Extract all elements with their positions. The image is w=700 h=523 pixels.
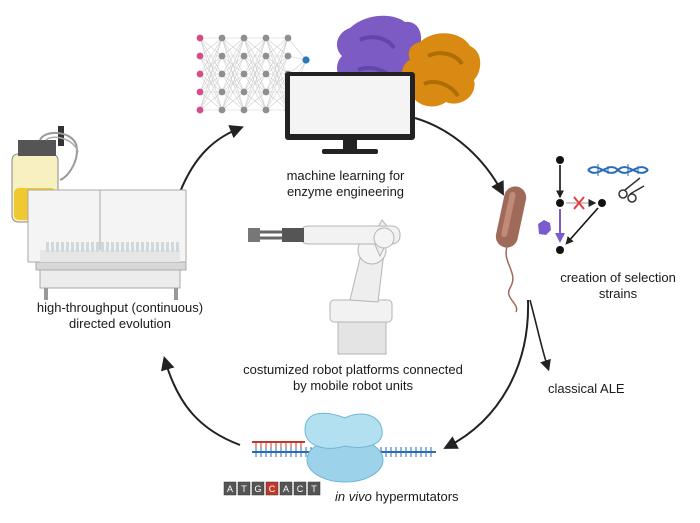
dna-base: T bbox=[307, 481, 321, 496]
label-robot-platforms: costumized robot platforms connected by … bbox=[222, 362, 484, 394]
svg-text:A: A bbox=[283, 484, 289, 494]
label-robot-line1: costumized robot platforms connected bbox=[243, 362, 463, 377]
label-hypermutators-text: hypermutators bbox=[371, 489, 459, 504]
svg-text:C: C bbox=[297, 484, 304, 494]
label-in-vivo: in vivo bbox=[335, 489, 372, 504]
svg-text:T: T bbox=[311, 484, 317, 494]
dna-scissors-icon bbox=[587, 164, 649, 203]
dna-base: A bbox=[223, 481, 237, 496]
label-sel-line1: creation of selection bbox=[560, 270, 676, 285]
svg-text:G: G bbox=[254, 484, 261, 494]
svg-text:T: T bbox=[241, 484, 247, 494]
label-robot-line2: by mobile robot units bbox=[293, 378, 413, 393]
label-selection-strains: creation of selection strains bbox=[548, 270, 688, 302]
label-htp-line2: directed evolution bbox=[69, 316, 171, 331]
ribosome-dna-icon bbox=[252, 412, 436, 483]
dna-base: G bbox=[251, 481, 265, 496]
dna-base: A bbox=[279, 481, 293, 496]
label-hypermutators: in vivo hypermutators bbox=[335, 489, 485, 505]
label-ml-line1: machine learning for bbox=[286, 168, 405, 183]
cycle-arrow-selection-to-hypermutators bbox=[443, 299, 530, 449]
robot-arm-icon bbox=[248, 219, 401, 355]
label-directed-evolution: high-throughput (continuous) directed ev… bbox=[10, 300, 230, 332]
label-machine-learning: machine learning for enzyme engineering bbox=[258, 168, 433, 200]
dna-base: C bbox=[265, 481, 279, 496]
arrow-to-ale bbox=[529, 299, 551, 372]
svg-text:C: C bbox=[269, 484, 276, 494]
bacterium-icon bbox=[495, 186, 551, 313]
dna-base: C bbox=[293, 481, 307, 496]
label-ml-line2: enzyme engineering bbox=[286, 184, 405, 199]
dna-base: T bbox=[237, 481, 251, 496]
cycle-arrow-ml-to-selection bbox=[414, 117, 504, 196]
label-classical-ale: classical ALE bbox=[548, 381, 625, 396]
svg-text:A: A bbox=[227, 484, 233, 494]
label-htp-line1: high-throughput (continuous) bbox=[36, 300, 204, 315]
cycle-arrow-htp-to-ml bbox=[179, 125, 244, 193]
label-sel-line2: strains bbox=[598, 286, 638, 301]
computer-monitor-icon bbox=[285, 72, 415, 154]
lab-bench-icon bbox=[27, 189, 187, 300]
cycle-arrow-hypermutators-to-htp bbox=[160, 355, 241, 446]
selection-scheme-icon bbox=[555, 156, 606, 254]
